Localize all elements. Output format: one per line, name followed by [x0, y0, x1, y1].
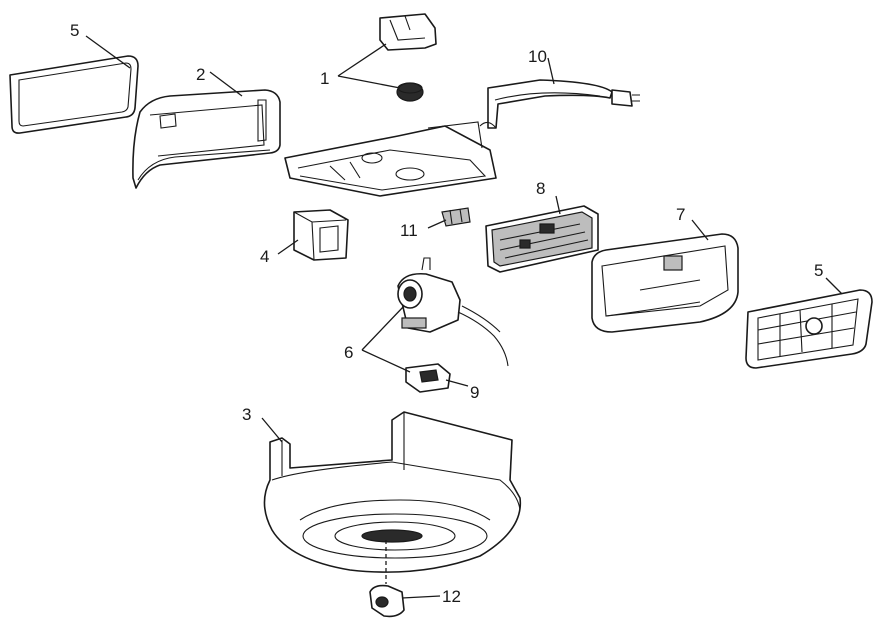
part-11-switch: [441, 207, 471, 227]
callout-5-left: 5: [70, 21, 79, 40]
leader-lines: [85, 35, 843, 599]
callout-7: 7: [676, 205, 685, 224]
callout-4: 4: [260, 247, 269, 266]
part-2-end-panel: [132, 89, 281, 189]
callout-12: 12: [442, 587, 461, 606]
part-3-cover: [263, 411, 522, 573]
callout-8: 8: [536, 179, 545, 198]
callout-9: 9: [470, 383, 479, 402]
part-12-accessory: [369, 584, 405, 618]
part-4-bracket: [293, 209, 349, 261]
callout-11: 11: [400, 221, 418, 240]
part-10-power-cord: [479, 79, 640, 129]
part-8-logic-board: [485, 205, 599, 273]
callout-5-right: 5: [814, 261, 823, 280]
callout-1: 1: [320, 69, 329, 88]
part-5-lens-right: [745, 289, 873, 369]
callout-10: 10: [528, 47, 547, 66]
part-9-travel-module: [405, 363, 451, 393]
part-7-end-panel: [591, 233, 739, 333]
callout-6: 6: [344, 343, 353, 362]
chassis-plate: [284, 121, 497, 197]
callout-2: 2: [196, 65, 205, 84]
part-1-gear-assembly: [379, 13, 437, 102]
part-6-motor: [397, 257, 509, 367]
part-5-lens-left: [9, 55, 139, 134]
callout-3: 3: [242, 405, 251, 424]
